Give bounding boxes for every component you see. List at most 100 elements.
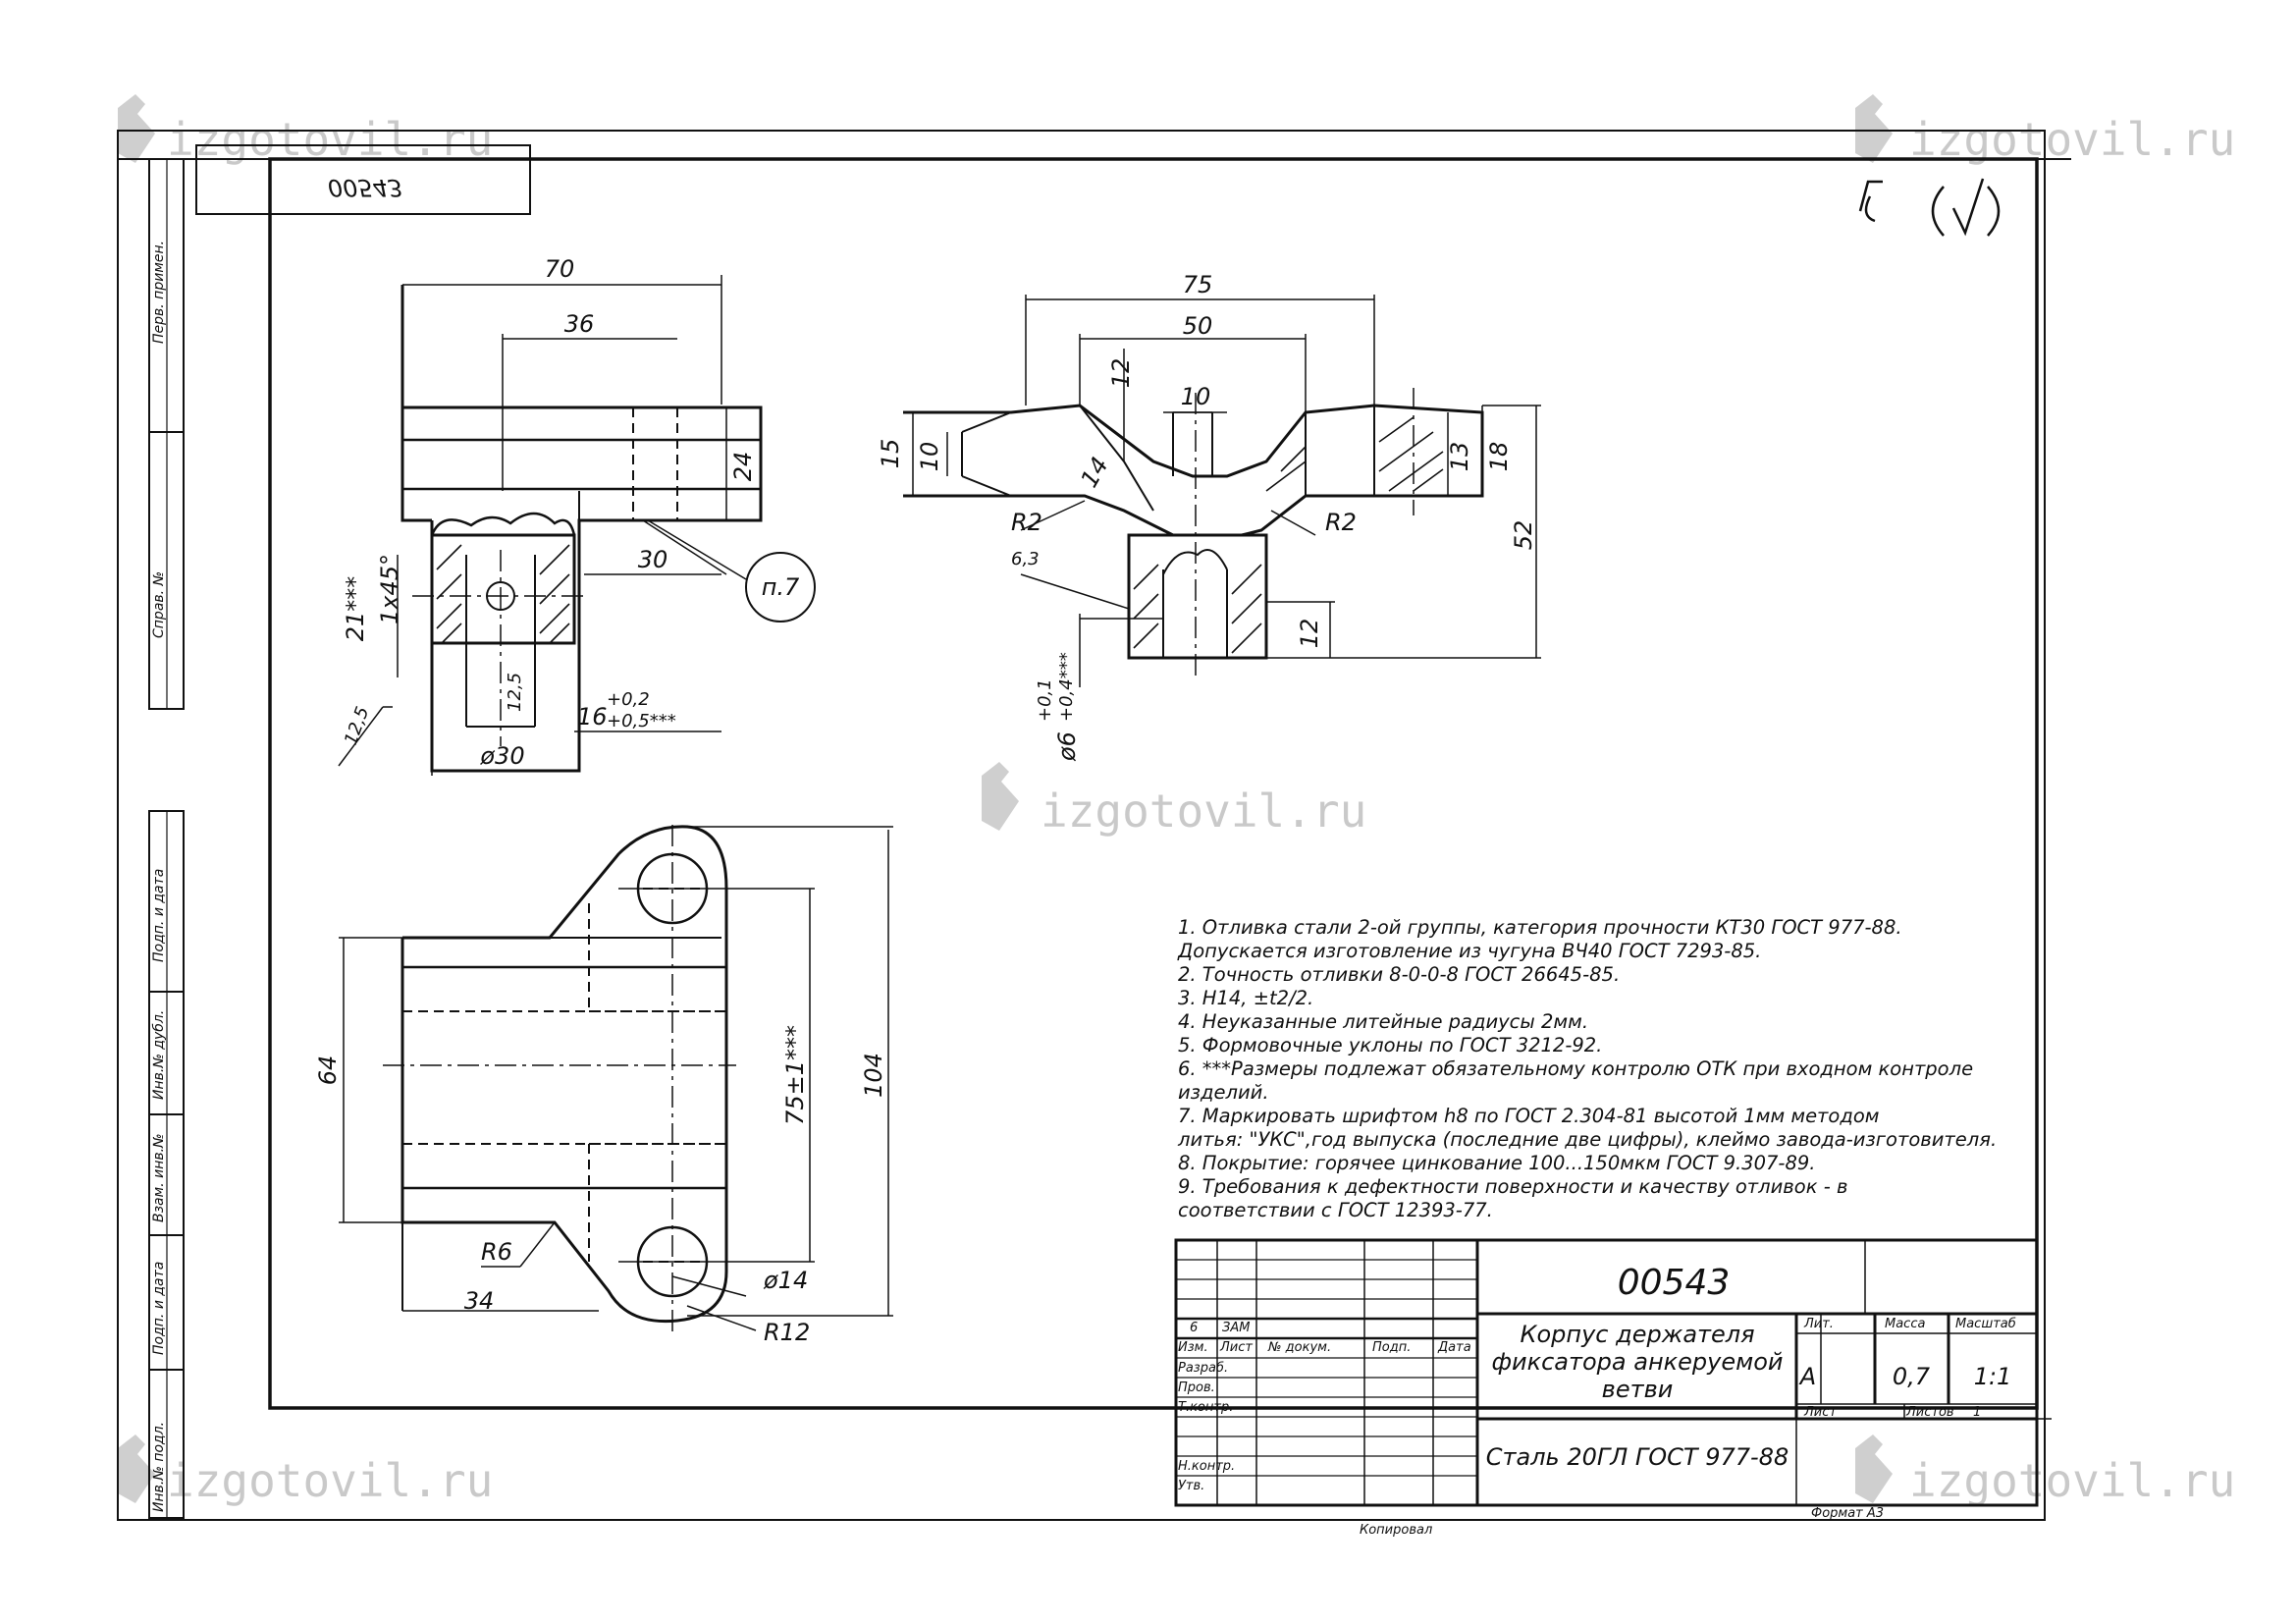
- view-top-left-labels: 70 36 24 30 1x45° 21*** 12,5 12,5 16 +0,…: [341, 255, 800, 770]
- dim-dia-14: ø14: [763, 1267, 808, 1294]
- dim-16: 16: [577, 703, 608, 731]
- watermark-top-left: izgotovil.ru: [118, 94, 493, 166]
- dim-64: 64: [314, 1056, 342, 1086]
- callout-note-7: п.7: [762, 573, 800, 601]
- note-line: 1. Отливка стали 2-ой группы, категория …: [1178, 916, 1902, 939]
- view-bottom: [339, 825, 893, 1335]
- side-stamp-labels: Перв. примен. Справ. № Подп. и дата Инв.…: [151, 241, 167, 1512]
- role-nkontr: Н.контр.: [1178, 1459, 1235, 1474]
- dim-14: 14: [1075, 453, 1114, 492]
- dim-50: 50: [1183, 312, 1213, 340]
- title-hdr-lit: Лит.: [1803, 1317, 1834, 1331]
- dim-30: 30: [638, 546, 668, 573]
- side-label-sign-date-2: Подп. и дата: [151, 1262, 167, 1355]
- lower-boss-section: [1127, 533, 1268, 660]
- note-line: литья: "УКС",год выпуска (последние две …: [1177, 1128, 1997, 1151]
- dim-13: 13: [1446, 442, 1473, 472]
- dim-10-left: 10: [916, 442, 943, 472]
- dim-70: 70: [545, 255, 575, 283]
- col-date: Дата: [1437, 1340, 1471, 1355]
- view-top-left: [338, 275, 816, 776]
- sheet-frame: [117, 130, 2071, 1521]
- view-top-right: [903, 295, 1541, 687]
- title-scale-value: 1:1: [1974, 1363, 2012, 1390]
- dim-chamfer: 1x45°: [376, 554, 403, 624]
- dim-52: 52: [1510, 520, 1537, 551]
- watermark-text: izgotovil.ru: [1041, 785, 1366, 838]
- side-label-sign-date-1: Подп. и дата: [151, 869, 167, 962]
- side-label-replace-inv: Взам. инв.№: [151, 1133, 167, 1222]
- dim-12-top: 12: [1107, 358, 1135, 389]
- title-hdr-mass: Масса: [1885, 1317, 1925, 1331]
- note-line: 5. Формовочные уклоны по ГОСТ 3212-92.: [1178, 1034, 1602, 1056]
- dim-12-bottom: 12: [1296, 619, 1323, 649]
- watermark-text: izgotovil.ru: [167, 1454, 493, 1507]
- title-sheets-value: 1: [1973, 1405, 1981, 1420]
- dim-r2-left: R2: [1011, 509, 1042, 536]
- dim-24: 24: [729, 452, 757, 482]
- technical-notes: 1. Отливка стали 2-ой группы, категория …: [1177, 916, 1997, 1221]
- title-name-line-2: фиксатора анкеруемой: [1492, 1348, 1784, 1376]
- title-lit-value: А: [1798, 1363, 1816, 1390]
- title-name-line-1: Корпус держателя: [1520, 1321, 1754, 1348]
- note-line: 4. Неуказанные литейные радиусы 2мм.: [1178, 1010, 1588, 1033]
- note-line: 7. Маркировать шрифтом h8 по ГОСТ 2.304-…: [1178, 1105, 1879, 1127]
- title-sheets-label: Листов: [1905, 1405, 1954, 1420]
- dim-16-tol-lower: +0,5***: [607, 711, 676, 731]
- note-line: Допускается изготовление из чугуна ВЧ40 …: [1177, 940, 1761, 962]
- dim-104: 104: [860, 1053, 887, 1098]
- section-outline: [903, 404, 1484, 537]
- dim-10-slot: 10: [1181, 383, 1211, 410]
- note-line: 3. Н14, ±t2/2.: [1178, 987, 1313, 1009]
- note-line: 2. Точность отливки 8-0-0-8 ГОСТ 26645-8…: [1178, 963, 1620, 986]
- title-name-line-3: ветви: [1602, 1376, 1674, 1403]
- dim-15: 15: [877, 439, 904, 469]
- role-prov: Пров.: [1178, 1380, 1215, 1395]
- watermark-bottom-left: izgotovil.ru: [118, 1435, 493, 1507]
- col-sign: Подп.: [1372, 1340, 1411, 1355]
- dim-dia-6: ø6: [1053, 731, 1081, 762]
- dim-dia-6-tol-upper: +0,1: [1035, 678, 1055, 722]
- title-doc-number: 00543: [1618, 1263, 1731, 1303]
- view-bottom-labels: 64 104 75±1*** R6 34 ø14 R12: [314, 1025, 887, 1346]
- body-outline: [400, 285, 763, 773]
- dim-dia-6-tol-lower: +0,4***: [1056, 652, 1077, 722]
- dim-36: 36: [564, 310, 595, 338]
- title-mass-value: 0,7: [1893, 1363, 1931, 1390]
- title-block: [1174, 1238, 2052, 1507]
- role-tkontr: Т.контр.: [1178, 1400, 1233, 1415]
- dim-21: 21***: [342, 576, 369, 642]
- mirrored-number-box: 00543: [195, 144, 531, 215]
- title-block-labels: 00543 Корпус держателя фиксатора анкеруе…: [1178, 1263, 2016, 1493]
- plan-outline: [400, 825, 728, 1324]
- watermark-bottom-right: izgotovil.ru: [1855, 1435, 2235, 1507]
- dim-r6: R6: [481, 1238, 512, 1266]
- watermark-text: izgotovil.ru: [167, 113, 493, 166]
- mirrored-drawing-number: 00543: [328, 174, 402, 201]
- general-roughness-symbol: [1858, 178, 2001, 237]
- col-list: Лист: [1219, 1340, 1253, 1355]
- watermark-top-right: izgotovil.ru: [1855, 94, 2235, 166]
- footer-labels: Копировал Формат А3: [1360, 1506, 1884, 1538]
- note-line: 9. Требования к дефектности поверхности …: [1178, 1175, 1847, 1198]
- note-line: 6. ***Размеры подлежат обязательному кон…: [1178, 1057, 1973, 1080]
- note-line: 8. Покрытие: горячее цинкование 100...15…: [1178, 1152, 1815, 1174]
- dim-16-tol-upper: +0,2: [607, 689, 650, 710]
- boss-section: [430, 533, 576, 645]
- dim-75-tol: 75±1***: [781, 1025, 809, 1125]
- side-label-orig-inv: Инв.№ подл.: [151, 1422, 167, 1512]
- title-hdr-scale: Масштаб: [1955, 1317, 2016, 1331]
- watermark-text: izgotovil.ru: [1909, 113, 2235, 166]
- watermarks: izgotovil.ru izgotovil.ru izgotovil.ru i…: [118, 94, 2235, 1507]
- title-material: Сталь 20ГЛ ГОСТ 977-88: [1486, 1443, 1789, 1471]
- dim-34: 34: [464, 1287, 495, 1315]
- dim-r2-right: R2: [1325, 509, 1357, 536]
- side-label-first-use: Перв. примен.: [151, 241, 167, 344]
- dim-75-top: 75: [1183, 271, 1213, 298]
- side-label-dup-inv: Инв.№ дубл.: [151, 1010, 167, 1100]
- footer-format: Формат А3: [1811, 1506, 1884, 1521]
- dim-18: 18: [1485, 442, 1513, 472]
- dim-r12: R12: [764, 1319, 810, 1346]
- role-utv: Утв.: [1178, 1479, 1204, 1493]
